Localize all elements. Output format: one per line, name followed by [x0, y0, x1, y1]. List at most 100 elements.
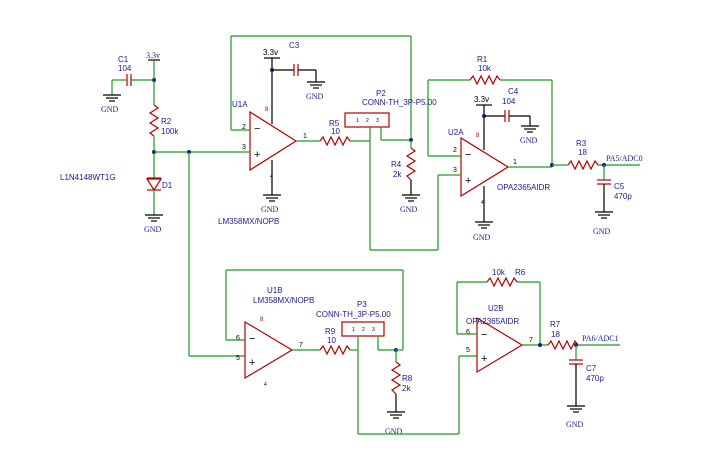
- u1b-pin-gnd: 4: [264, 382, 267, 388]
- vcc-symbol-u1a: 3.3v: [263, 48, 280, 59]
- resistor-r1: R1 10k: [469, 55, 501, 86]
- u1b-pin-out: 7: [299, 342, 303, 349]
- vcc-label-u1a: 3.3v: [263, 48, 278, 57]
- u2a-ref: U2A: [448, 128, 464, 137]
- u2b-pin-out: 7: [529, 337, 533, 344]
- gnd-symbol-r4: GND: [400, 194, 420, 214]
- resistor-r3: R3 18: [567, 139, 599, 171]
- c5-value: 470p: [614, 192, 632, 201]
- resistor-r8: R8 2k: [390, 361, 413, 395]
- c1-value: 104: [118, 64, 132, 73]
- u2a-pin-vcc: 8: [476, 133, 480, 139]
- capacitor-c5: C5 470p: [597, 179, 632, 201]
- p3-ref: P3: [357, 300, 367, 309]
- c1-ref: C1: [118, 55, 129, 64]
- u2b-minus: −: [481, 329, 487, 341]
- resistor-r5: R5 10: [319, 119, 351, 147]
- u1a-pin-noninv: 3: [242, 144, 246, 151]
- diode-d1: D1 L1N4148WT1G: [60, 173, 173, 192]
- gnd-label-c5: GND: [593, 227, 611, 236]
- r4-ref: R4: [391, 160, 402, 169]
- u1a-minus: −: [254, 123, 260, 135]
- u2a-plus: +: [465, 175, 471, 187]
- r6-value: 10k: [492, 268, 506, 277]
- u2b-part: OPA2365AIDR: [466, 317, 519, 326]
- r4-value: 2k: [393, 170, 402, 179]
- capacitor-c1: C1 104: [118, 55, 132, 86]
- gnd-label-r4: GND: [400, 205, 418, 214]
- u2a-pin-inv: 2: [453, 147, 457, 154]
- capacitor-c4: C4 104: [502, 87, 519, 122]
- u1a-part: LM358MX/NOPB: [218, 217, 279, 226]
- opamp-u1b: − + U1B LM358MX/NOPB 6 5 7 8 4: [236, 286, 314, 388]
- r2-value: 100k: [161, 127, 179, 136]
- r1-ref: R1: [477, 55, 488, 64]
- vcc-label-left: 3.3v: [146, 51, 160, 60]
- gnd-label-u1a: GND: [261, 205, 279, 214]
- c4-value: 104: [502, 97, 516, 106]
- resistor-r9: R9 10: [319, 327, 351, 356]
- p3-pin2: 2: [362, 327, 365, 333]
- gnd-symbol-c4: GND: [520, 125, 539, 145]
- gnd-label-u2a: GND: [473, 233, 491, 242]
- capacitor-c3: C3: [289, 41, 300, 76]
- r7-ref: R7: [550, 320, 561, 329]
- u1a-pin-inv: 2: [242, 124, 246, 131]
- c7-value: 470p: [586, 374, 604, 383]
- gnd-symbol-u2a: GND: [473, 221, 493, 242]
- r9-value: 10: [327, 336, 336, 345]
- opamp-u2a: − + U2A OPA2365AIDR 2 3 1 8 4: [448, 128, 550, 206]
- u1a-plus: +: [254, 149, 260, 161]
- gnd-symbol-c3: GND: [306, 81, 325, 101]
- p2-part: CONN-TH_3P-P5.00: [362, 98, 437, 107]
- gnd-symbol-d1: GND: [144, 214, 163, 234]
- r2-ref: R2: [161, 117, 172, 126]
- u1a-pin-out: 1: [303, 133, 307, 140]
- u2a-pin-noninv: 3: [453, 167, 457, 174]
- r3-ref: R3: [576, 139, 587, 148]
- capacitor-c7: C7 470p: [569, 359, 604, 383]
- u1b-ref: U1B: [267, 286, 283, 295]
- r5-value: 10: [331, 127, 340, 136]
- gnd-symbol-c1: GND: [101, 94, 121, 114]
- u1a-ref: U1A: [232, 100, 248, 109]
- u1b-part: LM358MX/NOPB: [253, 296, 314, 305]
- r5-ref: R5: [329, 119, 340, 128]
- p2-pin2: 2: [366, 118, 369, 124]
- resistor-r4: R4 2k: [391, 147, 417, 181]
- p3-pin3: 3: [372, 327, 375, 333]
- u1b-minus: −: [249, 333, 255, 345]
- u1b-pin-vcc: 8: [260, 317, 264, 323]
- p2-pin1: 1: [356, 118, 359, 124]
- gnd-symbol-r8: GND: [385, 411, 405, 436]
- p2-ref: P2: [376, 89, 386, 98]
- net-label-pa6: PA6/ADC1: [582, 334, 619, 343]
- r8-ref: R8: [402, 374, 413, 383]
- opamp-u2b: − + U2B OPA2365AIDR 6 5 7: [466, 304, 533, 374]
- u2a-minus: −: [465, 149, 471, 161]
- opamp-u1a: − + U1A LM358MX/NOPB 2 3 1 8 4: [218, 100, 307, 226]
- resistor-r6: 10k R6: [486, 268, 526, 288]
- u1b-pin-noninv: 5: [236, 355, 240, 362]
- vcc-label-u2a: 3.3v: [474, 95, 489, 104]
- r9-ref: R9: [325, 327, 336, 336]
- gnd-symbol-c5: GND: [593, 211, 613, 236]
- u2b-plus: +: [481, 353, 487, 365]
- gnd-label-c4: GND: [520, 136, 538, 145]
- vcc-symbol-left: 3.3v: [146, 51, 160, 61]
- r7-value: 18: [551, 330, 560, 339]
- u2a-pin-gnd: 4: [481, 200, 484, 206]
- c5-ref: C5: [614, 182, 625, 191]
- r6-ref: R6: [515, 268, 526, 277]
- c4-ref: C4: [508, 87, 519, 96]
- r1-value: 10k: [478, 64, 492, 73]
- u2a-pin-out: 1: [513, 159, 517, 166]
- gnd-symbol-u1a: GND: [261, 194, 281, 214]
- u1b-pin-inv: 6: [236, 335, 240, 342]
- resistor-r7: R7 18: [547, 320, 579, 351]
- c7-ref: C7: [586, 364, 597, 373]
- d1-part: L1N4148WT1G: [60, 173, 116, 182]
- c3-ref: C3: [289, 41, 300, 50]
